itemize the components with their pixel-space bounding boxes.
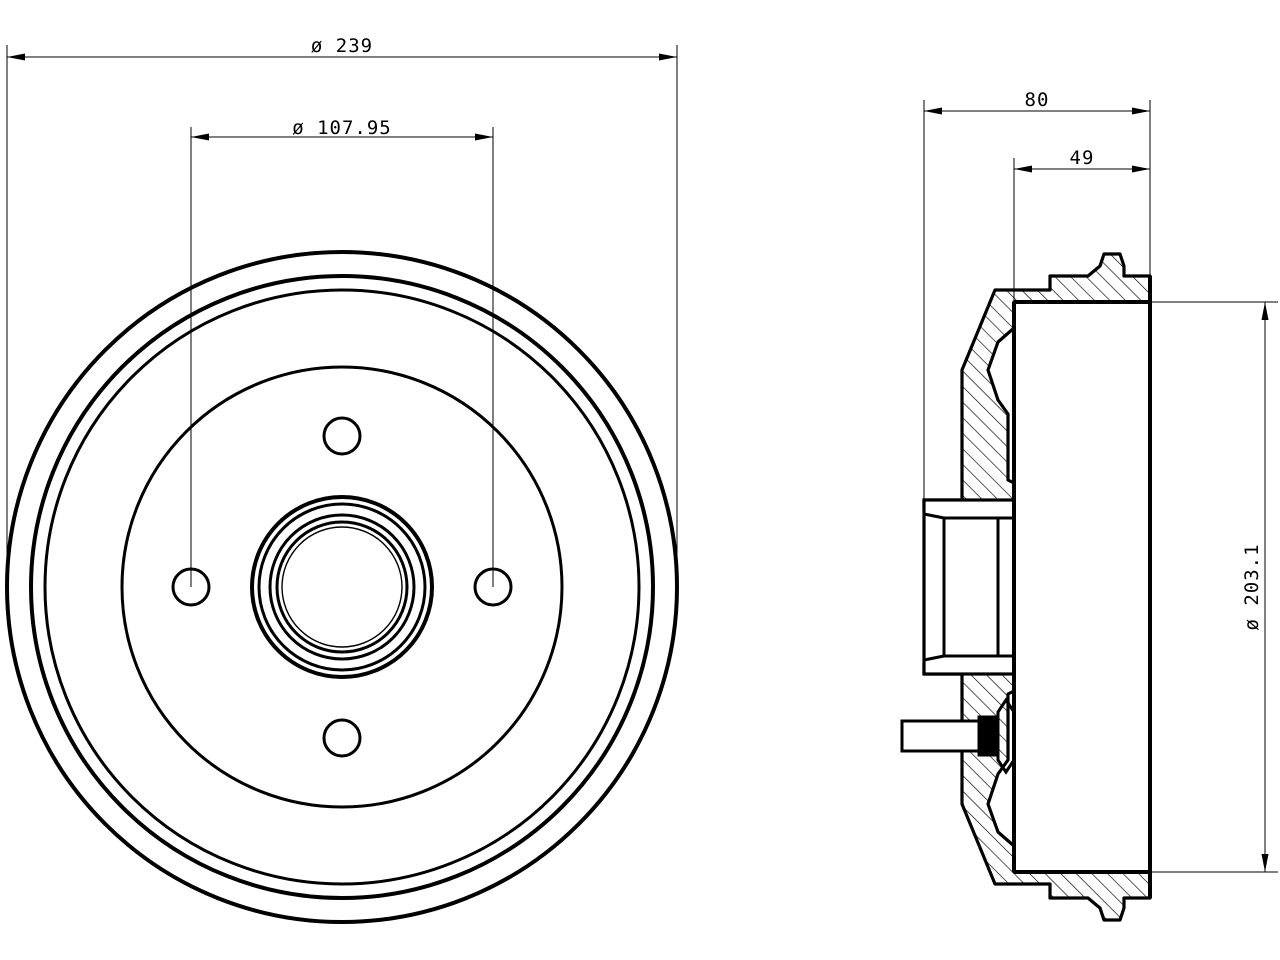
bolt-hole-bottom [322, 718, 362, 758]
drum-inner-rim [43, 288, 641, 886]
bolt-hole-top [322, 416, 362, 456]
drum-interior [1014, 302, 1150, 872]
outer-diameter-label: ø 239 [311, 35, 373, 57]
wheel-stud [900, 697, 1016, 775]
dimension-bolt-circle: ø 107.95 [190, 117, 494, 587]
hub-flange [120, 365, 564, 809]
center-bore [250, 495, 434, 679]
front-view [5, 250, 679, 924]
section-view [900, 252, 1152, 922]
dimension-outer-diameter: ø 239 [6, 35, 678, 587]
drum-depth-label: 49 [1070, 147, 1095, 169]
drum-rim-groove [29, 274, 655, 900]
inner-diameter-label: ø 203.1 [1241, 543, 1263, 630]
dimension-inner-diameter: ø 203.1 [1150, 301, 1278, 873]
dimension-drum-depth: 49 [1013, 147, 1150, 302]
dimension-overall-width: 80 [923, 89, 1151, 500]
overall-width-label: 80 [1025, 89, 1050, 111]
bolt-circle-label: ø 107.95 [292, 117, 392, 139]
drum-outer-rim [5, 250, 679, 924]
